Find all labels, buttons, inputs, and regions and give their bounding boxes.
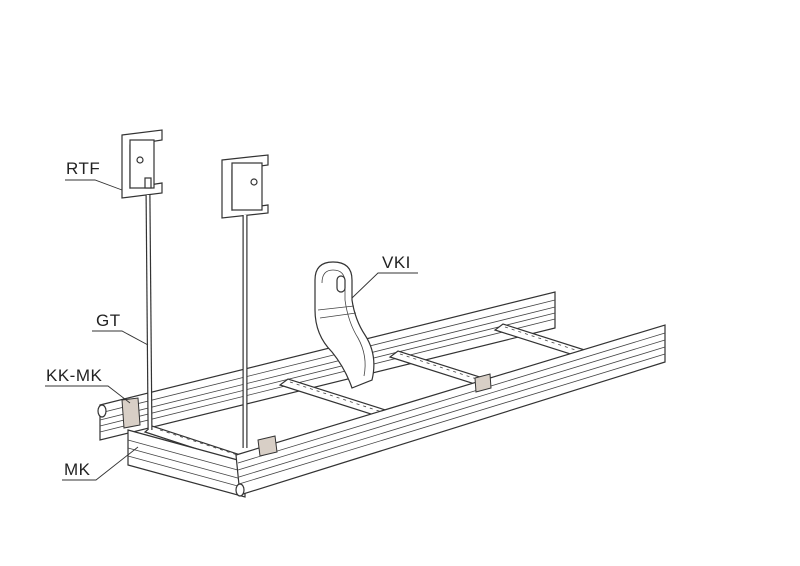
label-gt: GT [96,311,121,330]
label-vki: VKI [382,253,411,272]
coupler-front-right [474,373,492,393]
label-kk-mk: KK-MK [46,366,103,385]
label-rtf: RTF [66,159,101,178]
vki-bracket [314,261,375,389]
end-piece-mk [127,429,246,498]
ceiling-bracket [221,154,269,219]
leader-lines [45,179,418,481]
front-side-rail [235,324,666,497]
coupler-kk-mk [121,397,141,429]
back-side-rail [97,291,556,441]
coupler-front [257,435,278,457]
ceiling-bracket-rtf [121,129,163,199]
label-mk: MK [64,460,91,479]
